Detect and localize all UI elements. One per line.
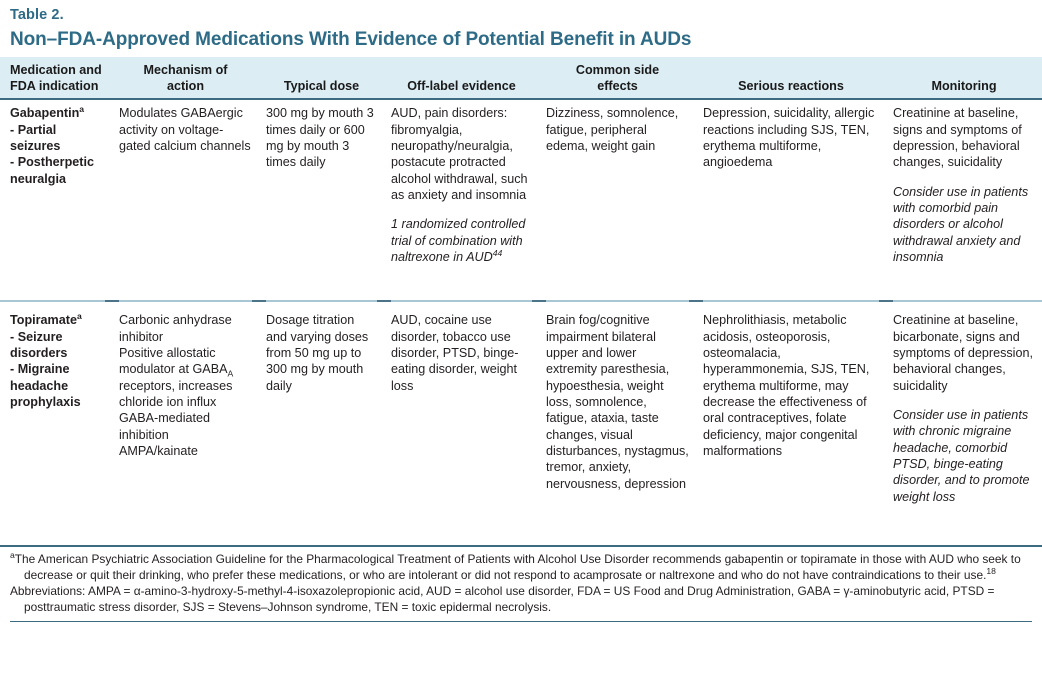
column-header-side-effects: Common side effects [539,63,696,94]
mechanism-line-1: Carbonic anhydrase inhibitor [119,313,232,344]
column-header-medication-line1: Medication and [10,63,102,78]
cell-topiramate-offlabel: AUD, cocaine use disorder, tobacco use d… [384,307,539,545]
column-header-serious-reactions: Serious reactions [696,63,886,94]
table-row-topiramate: Topiramatea - Seizure disorders - Migrai… [0,307,1042,545]
monitoring-consider-note: Consider use in patients with chronic mi… [893,408,1030,504]
offlabel-text: AUD, cocaine use disorder, tobacco use d… [391,313,519,393]
dose-text: Dosage titration and varying doses from … [266,313,369,393]
medication-name-gabapentin: Gabapentin [10,106,80,121]
cell-topiramate-serious: Nephrolithiasis, metabolic acidosis, ost… [696,307,886,545]
reference-marker-18: 18 [986,565,996,576]
footnote-marker-a: a [10,550,15,561]
indication-topiramate-1: - Seizure disorders [10,329,68,360]
cell-gabapentin-dose: 300 mg by mouth 3 times daily or 600 mg … [259,100,384,296]
monitoring-consider-note: Consider use in patients with comorbid p… [893,184,1029,265]
serious-reactions-text: Nephrolithiasis, metabolic acidosis, ost… [703,313,870,459]
column-header-offlabel-line1 [390,63,533,78]
column-header-monitoring: Monitoring [886,63,1042,94]
side-effects-text: Dizziness, somnolence, fatigue, peripher… [546,106,679,153]
separator-tick [377,300,391,303]
cell-gabapentin-medication: Gabapentina - Partial seizures - Posther… [0,100,112,296]
column-header-medication: Medication and FDA indication [0,63,112,94]
separator-tick [252,300,266,303]
separator-tick [532,300,546,303]
footnotes: aThe American Psychiatric Association Gu… [0,547,1042,615]
side-effects-text: Brain fog/cognitive impairment bilateral… [546,313,689,491]
indication-gabapentin-1: - Partial seizures [10,122,61,153]
mechanism-text: Modulates GABAergic activity on voltage-… [119,106,251,153]
column-header-side-effects-line1: Common side [575,63,660,78]
separator-tick [689,300,703,303]
dose-text: 300 mg by mouth 3 times daily or 600 mg … [266,106,374,170]
table-header-row: Medication and FDA indication Mechanism … [0,57,1042,101]
footnote-marker-a: a [79,104,85,115]
cell-gabapentin-mechanism: Modulates GABAergic activity on voltage-… [112,100,259,296]
indication-topiramate-2: - Migraine headache prophylaxis [10,362,81,409]
offlabel-trial-text: 1 randomized controlled trial of combina… [391,217,526,265]
cell-gabapentin-side-effects: Dizziness, somnolence, fatigue, peripher… [539,100,696,296]
column-header-side-effects-line2: effects [597,78,638,93]
column-header-mechanism-line1: Mechanism of [143,63,228,78]
mechanism-line-2: Positive allostatic modulator at GABAA r… [119,345,252,410]
table-title: Non–FDA-Approved Medications With Eviden… [10,28,692,50]
table-number: Table 2. [10,7,64,23]
column-header-dose-line1 [265,63,378,78]
offlabel-text: AUD, pain disorders: fibromyalgia, neuro… [391,106,528,202]
table-row-gabapentin: Gabapentina - Partial seizures - Posther… [0,100,1042,296]
column-header-monitoring-line2: Monitoring [931,78,997,93]
gaba-a-subscript: A [227,368,234,379]
abbreviations-label: Abbreviations: [10,584,86,599]
serious-reactions-text: Depression, suicidality, allergic reacti… [703,106,875,170]
footnote-marker-a: a [76,311,82,322]
table-title-block: Table 2. Non–FDA-Approved Medications Wi… [0,0,1042,52]
abbreviations: Abbreviations: AMPA = α-amino-3-hydroxy-… [10,584,1032,615]
column-header-dose: Typical dose [259,63,384,94]
reference-marker-44: 44 [492,247,503,258]
column-header-mechanism: Mechanism of action [112,63,259,94]
indication-gabapentin-2: - Postherpetic neuralgia [10,155,94,186]
column-header-medication-line2: FDA indication [10,78,99,93]
footnote-bottom-rule [10,621,1032,623]
footnote-top-rule [0,545,1042,548]
cell-topiramate-side-effects: Brain fog/cognitive impairment bilateral… [539,307,696,545]
monitoring-text: Creatinine at baseline, bicarbonate, sig… [893,313,1033,393]
column-header-offlabel: Off-label evidence [384,63,539,94]
separator-tick [105,300,119,303]
abbreviations-text: AMPA = α-amino-3-hydroxy-5-methyl-4-isox… [24,584,995,614]
cell-topiramate-monitoring: Creatinine at baseline, bicarbonate, sig… [886,307,1042,545]
mechanism-line-2b: receptors, increases chloride ion influx [119,378,233,409]
column-header-serious-line2: Serious reactions [738,78,844,93]
offlabel-trial-note: 1 randomized controlled trial of combina… [391,216,532,265]
medication-name-topiramate: Topiramate [10,313,77,328]
mechanism-line-3: GABA-mediated inhibition [119,411,210,442]
mechanism-line-2a: Positive allostatic modulator at GABA [119,345,228,377]
cell-topiramate-dose: Dosage titration and varying doses from … [259,307,384,545]
cell-gabapentin-offlabel: AUD, pain disorders: fibromyalgia, neuro… [384,100,539,296]
column-header-offlabel-line2: Off-label evidence [407,78,516,93]
footnote-a: aThe American Psychiatric Association Gu… [10,550,1032,583]
cell-gabapentin-serious: Depression, suicidality, allergic reacti… [696,100,886,296]
cell-topiramate-mechanism: Carbonic anhydrase inhibitor Positive al… [112,307,259,545]
monitoring-text: Creatinine at baseline, signs and sympto… [893,106,1022,170]
column-header-serious-line1 [702,63,880,78]
separator-tick [879,300,893,303]
column-header-dose-line2: Typical dose [283,78,360,93]
footnote-a-text: The American Psychiatric Association Gui… [14,552,1021,582]
mechanism-line-4: AMPA/kainate [119,444,198,459]
cell-gabapentin-monitoring: Creatinine at baseline, signs and sympto… [886,100,1042,296]
cell-topiramate-medication: Topiramatea - Seizure disorders - Migrai… [0,307,112,545]
column-header-monitoring-line1 [892,63,1036,78]
row-separator [0,300,1042,307]
column-header-mechanism-line2: action [166,78,205,93]
